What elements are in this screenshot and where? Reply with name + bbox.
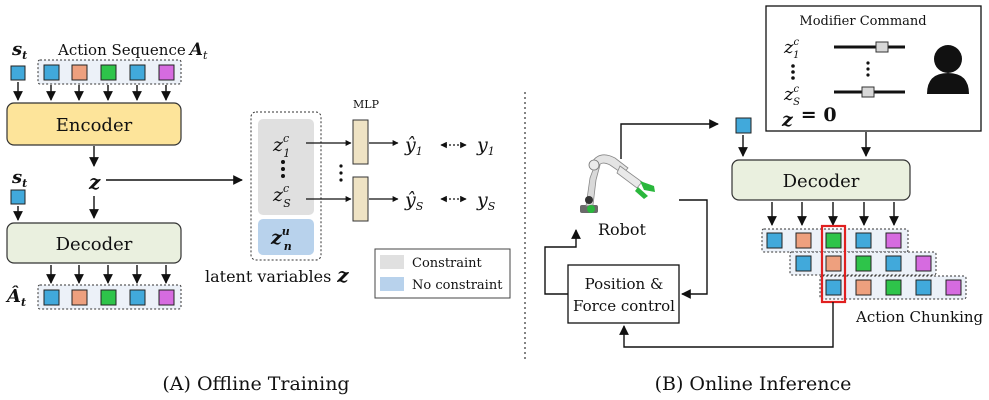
- chunk-row3-block-5: [945, 279, 962, 296]
- control-box: [567, 264, 680, 324]
- vdots-latent-2: [281, 167, 285, 171]
- latent-variables-container: [250, 111, 322, 261]
- legend-swatch-no-constraint: [380, 277, 404, 291]
- modifier-vdots-mid-1: [866, 61, 870, 65]
- unconstrained-latent-box: [258, 219, 314, 255]
- control-label-line2: Force control: [573, 297, 675, 315]
- action-block-2: [71, 64, 88, 81]
- target-yS: yS: [476, 189, 496, 213]
- arrow-action-to-control: [619, 302, 834, 348]
- chunk-row3-block-1: [825, 279, 842, 296]
- control-label-line1: Position &: [585, 275, 664, 293]
- user-person-icon: [927, 45, 969, 94]
- prediction-yhatS: ŷS: [404, 189, 424, 213]
- online-state-block: [735, 117, 752, 134]
- arrow-control-to-robot: [544, 229, 581, 295]
- arrow-robot-to-state: [620, 119, 719, 159]
- encoder-box: [6, 102, 182, 146]
- vdots-latent-3: [281, 174, 285, 178]
- mlp-label: MLP: [353, 98, 380, 111]
- decoder-label-online: Decoder: [783, 171, 860, 192]
- robot-label: Robot: [598, 220, 647, 239]
- output-block-4: [129, 289, 146, 306]
- modifier-vdots-left-1: [791, 64, 795, 68]
- action-block-4: [129, 64, 146, 81]
- target-y1: y1: [476, 134, 495, 158]
- decoder-label-offline: Decoder: [56, 234, 133, 255]
- vdots-mlp-2: [339, 171, 343, 175]
- chunk-row2-block-3: [855, 255, 872, 272]
- mlp-block-S: [352, 176, 369, 222]
- latent-z-symbol: z: [88, 170, 101, 194]
- action-block-5: [158, 64, 175, 81]
- chunk-row1-block-4: [855, 232, 872, 249]
- vdots-mlp-1: [339, 164, 343, 168]
- chunk-row1-block-5: [885, 232, 902, 249]
- vdots-mlp-3: [339, 178, 343, 182]
- modifier-vdots-left-2: [791, 70, 795, 74]
- output-block-5: [158, 289, 175, 306]
- state-block-top: [10, 65, 26, 81]
- state-s-t-top: st: [11, 39, 27, 62]
- decoder-box-online: [731, 159, 911, 201]
- decoder-box-offline: [6, 222, 182, 264]
- chunk-row3-block-4: [915, 279, 932, 296]
- action-sequence-blocks: [43, 64, 175, 81]
- action-hat-symbol: Ât: [5, 284, 26, 309]
- chunk-row1-block-1: [766, 232, 783, 249]
- legend-swatch-constraint: [380, 255, 404, 269]
- state-block-mid: [10, 189, 26, 205]
- chunk-row2-block-4: [885, 255, 902, 272]
- constrained-latent-box: [258, 119, 314, 215]
- mlp-block-1: [352, 119, 369, 165]
- output-sequence-blocks: [43, 289, 175, 306]
- modifier-vdots-left-3: [791, 76, 795, 80]
- action-block-1: [43, 64, 60, 81]
- action-block-3: [100, 64, 117, 81]
- modifier-vdots-mid-3: [866, 73, 870, 77]
- modifier-vdots-mid-2: [866, 67, 870, 71]
- chunk-row2-block-5: [915, 255, 932, 272]
- output-block-1: [43, 289, 60, 306]
- caption-offline-training: (A) Offline Training: [162, 373, 349, 395]
- slider-handle-1[interactable]: [875, 41, 889, 53]
- robot-arm-image: [580, 154, 655, 213]
- chunk-row1-block-3: [825, 232, 842, 249]
- vdots-latent-1: [281, 160, 285, 164]
- legend-no-constraint-label: No constraint: [412, 278, 503, 293]
- decoder-output-arrows: [767, 202, 899, 226]
- chunk-row2-block-1: [795, 255, 812, 272]
- output-block-3: [100, 289, 117, 306]
- encoder-label: Encoder: [56, 115, 133, 136]
- modifier-znu-equation: z= 0: [781, 104, 837, 131]
- caption-online-inference: (B) Online Inference: [655, 373, 852, 395]
- prediction-yhat1: ŷ1: [404, 134, 423, 158]
- chunk-row3-block-3: [885, 279, 902, 296]
- modifier-command-title: Modifier Command: [799, 14, 926, 29]
- state-s-t-mid: st: [11, 167, 27, 190]
- chunk-blocks: [766, 232, 962, 296]
- output-block-2: [71, 289, 88, 306]
- arrow-robot-to-control: [679, 199, 708, 299]
- action-sequence-arrows: [46, 85, 171, 101]
- legend-constraint-label: Constraint: [412, 256, 483, 271]
- output-arrows: [46, 265, 171, 284]
- action-chunking-label: Action Chunking: [855, 308, 984, 326]
- slider-handle-S[interactable]: [861, 86, 875, 98]
- chunk-row2-block-2: [825, 255, 842, 272]
- chunk-row1-block-2: [795, 232, 812, 249]
- chunk-row3-block-2: [855, 279, 872, 296]
